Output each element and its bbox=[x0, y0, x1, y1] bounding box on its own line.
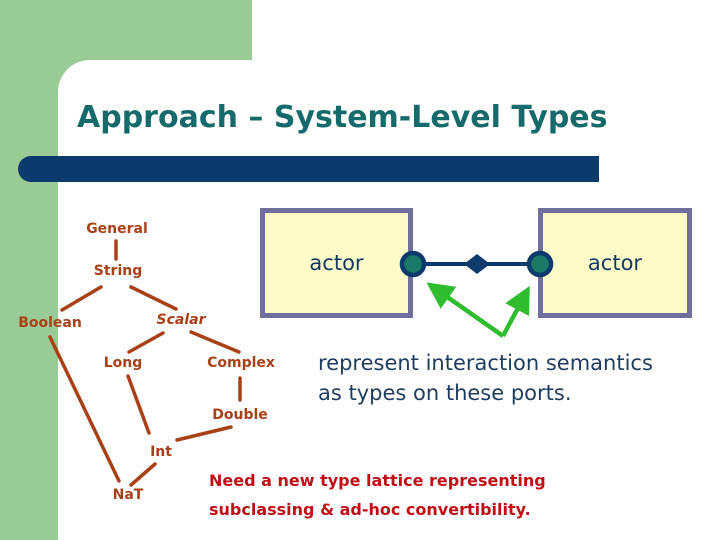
tree-node-long: Long bbox=[103, 355, 143, 371]
lattice-note-line2: subclassing & ad-hoc convertibility. bbox=[209, 500, 531, 519]
tree-node-string: String bbox=[93, 263, 143, 279]
actor-label-right: actor bbox=[587, 251, 643, 275]
tree-node-nat: NaT bbox=[112, 487, 144, 503]
tree-node-general: General bbox=[86, 221, 148, 237]
ports-note-line2: as types on these ports. bbox=[318, 381, 572, 405]
actor-box-left: actor bbox=[260, 208, 413, 318]
lattice-note: Need a new type lattice representing sub… bbox=[209, 466, 546, 524]
tree-node-scalar: Scalar bbox=[156, 312, 206, 328]
lattice-note-line1: Need a new type lattice representing bbox=[209, 471, 546, 490]
tree-node-complex: Complex bbox=[207, 355, 275, 371]
ports-note-line1: represent interaction semantics bbox=[318, 351, 653, 375]
tree-node-int: Int bbox=[150, 444, 172, 460]
green-sidebar-strip bbox=[0, 0, 58, 540]
ports-note: represent interaction semantics as types… bbox=[318, 348, 653, 408]
actor-box-right: actor bbox=[538, 208, 692, 318]
tree-node-double: Double bbox=[212, 407, 268, 423]
actor-label-left: actor bbox=[309, 251, 364, 275]
title-underline-bar bbox=[18, 156, 599, 182]
tree-node-boolean: Boolean bbox=[18, 315, 82, 331]
page-title: Approach – System-Level Types bbox=[77, 100, 608, 135]
